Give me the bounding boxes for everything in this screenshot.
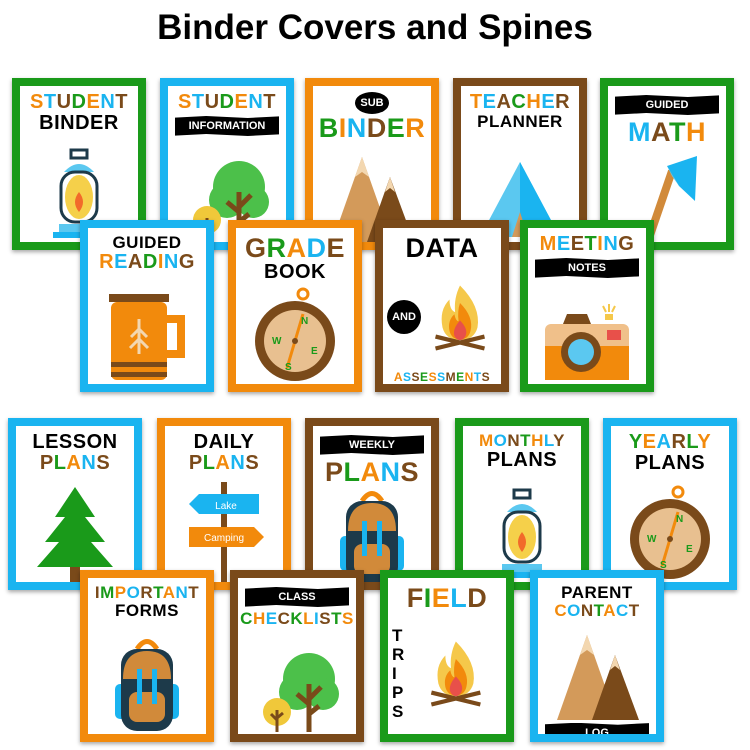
cover-title-line: PARENT xyxy=(561,583,633,602)
cover-title-line: GRADE xyxy=(244,233,346,263)
cover-title-line: MONTHLY xyxy=(478,431,566,450)
banner-label: LOG xyxy=(545,722,649,734)
cover-title-line: BINDER xyxy=(39,112,119,134)
circle-badge: AND xyxy=(387,299,421,334)
compass-letter-n: N xyxy=(301,316,308,327)
trees-icon xyxy=(242,628,352,734)
cover-title-line: YEARLY xyxy=(628,431,712,453)
sign-camping: Camping xyxy=(204,533,244,544)
cover-title-line: PLANS xyxy=(486,448,558,471)
compass-icon: N W E S xyxy=(615,474,725,582)
cover-title-line: PLANNER xyxy=(477,112,563,131)
compass-letter-w: W xyxy=(272,336,282,347)
compass-letter-s: S xyxy=(660,560,667,571)
cover-title-line: ASSESSMENTS xyxy=(393,370,491,385)
pine-icon xyxy=(20,474,130,582)
banner-label: WEEKLY xyxy=(320,435,424,455)
binder-cover-card[interactable]: DATA AND ASSESSMENTS xyxy=(375,220,509,392)
banner-label: INFORMATION xyxy=(175,116,279,136)
cover-title-line: GUIDED xyxy=(112,233,182,252)
compass-letter-s: S xyxy=(285,362,292,373)
cover-title-line: STUDENT xyxy=(30,91,128,113)
cover-title-line: PLANS xyxy=(634,452,706,474)
cover-title-line: LESSON xyxy=(32,431,118,453)
cover-title-line: DATA xyxy=(405,233,479,263)
cover-title-line: PLANS xyxy=(324,457,420,487)
trees-icon xyxy=(172,139,282,242)
page-title: Binder Covers and Spines xyxy=(157,8,593,47)
mug-icon xyxy=(92,273,202,384)
banner-label: GUIDED xyxy=(615,95,719,115)
banner-label: NOTES xyxy=(535,258,639,278)
cover-title-line: BOOK xyxy=(264,261,326,284)
cover-title-line: CHECKLISTS xyxy=(240,609,354,628)
cover-title-line: DAILY xyxy=(193,431,255,453)
backpack-icon xyxy=(92,620,202,734)
cover-title-line: CONTACT xyxy=(554,600,640,620)
cover-title-line: PLANS xyxy=(188,452,260,474)
cover-title-line: TEACHER xyxy=(469,91,571,113)
campfire-icon xyxy=(423,282,497,352)
binder-cover-card[interactable]: CLASS CHECKLISTS xyxy=(230,570,364,742)
cover-title-line: FIELD xyxy=(406,583,488,613)
cover-title-line: READING xyxy=(99,250,195,273)
compass-letter-n: N xyxy=(676,514,683,525)
camera-icon xyxy=(532,281,642,384)
compass-letter-e: E xyxy=(686,544,693,555)
cover-title-line: MATH xyxy=(628,117,706,147)
binder-cover-card[interactable]: MEETING NOTES xyxy=(520,220,654,392)
cover-title-line: MEETING xyxy=(539,233,635,255)
mountains-icon xyxy=(542,620,652,720)
lantern-icon xyxy=(24,134,134,242)
cover-title-line: BINDER xyxy=(318,112,426,143)
compass-icon: N W E S xyxy=(240,283,350,384)
backpack-icon xyxy=(317,486,427,582)
icon-row: AND xyxy=(387,262,497,371)
cover-title-line: PLANS xyxy=(39,452,111,474)
lantern-icon xyxy=(467,471,577,582)
sign-lake: Lake xyxy=(215,501,237,512)
campfire-icon xyxy=(410,638,502,708)
cover-title-line: FORMS xyxy=(115,600,179,620)
circle-badge: SUB xyxy=(355,92,389,114)
banner-label: CLASS xyxy=(245,587,349,607)
cover-title-line: IMPORTANT xyxy=(94,583,200,602)
compass-letter-w: W xyxy=(647,534,657,545)
cover-title-line: STUDENT xyxy=(178,91,276,113)
compass-letter-e: E xyxy=(311,346,318,357)
